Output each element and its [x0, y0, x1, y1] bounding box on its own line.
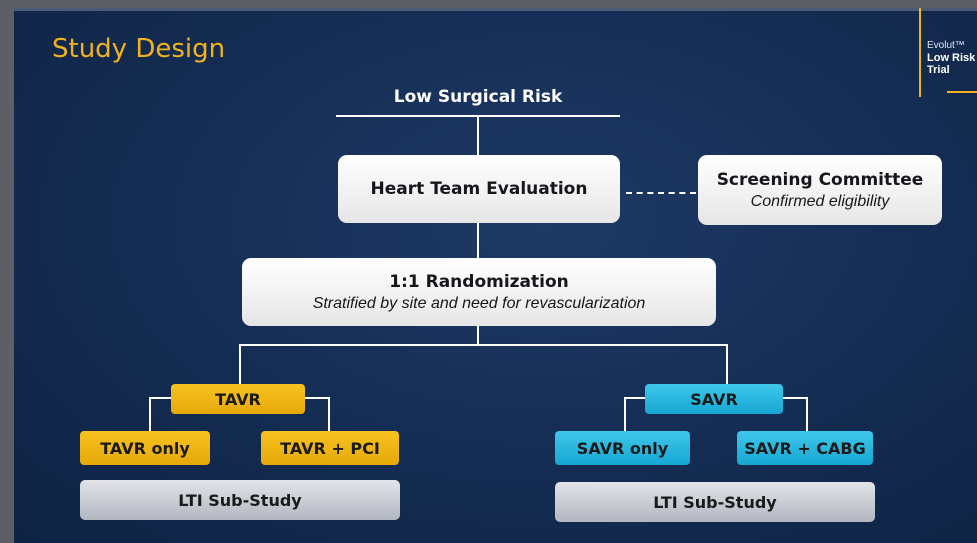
root-label: Low Surgical Risk — [393, 87, 563, 107]
logo-frame-tail — [947, 91, 977, 93]
root-underline — [336, 115, 620, 117]
screening-subtitle: Confirmed eligibility — [750, 192, 890, 210]
randomization-title: 1:1 Randomization — [389, 271, 569, 292]
savr-branch-left-v — [624, 397, 626, 431]
screening-title: Screening Committee — [716, 169, 924, 190]
logo-line-low-risk: Low Risk — [927, 52, 976, 64]
top-strip — [14, 8, 977, 11]
logo-brand: Evolut™ — [927, 40, 965, 51]
heart-team-label: Heart Team Evaluation — [370, 179, 588, 199]
tavr-lti-substudy: LTI Sub-Study — [80, 480, 400, 520]
savr-branch-right-v — [806, 397, 808, 431]
logo-line-trial: Trial — [927, 64, 950, 76]
connector-to-savr — [726, 344, 728, 387]
heart-team-box: Heart Team Evaluation — [338, 155, 620, 223]
savr-node: SAVR — [645, 384, 783, 414]
tavr-branch-left-v — [149, 397, 151, 431]
slide: Study Design Evolut™ Low Risk Trial Low … — [14, 8, 977, 543]
randomization-box: 1:1 Randomization Stratified by site and… — [242, 258, 716, 326]
tavr-branch-left-h — [149, 397, 174, 399]
savr-branch-left-h — [624, 397, 646, 399]
tavr-node: TAVR — [171, 384, 305, 414]
savr-lti-substudy: LTI Sub-Study — [555, 482, 875, 522]
savr-only-node: SAVR only — [555, 431, 690, 465]
randomization-subtitle: Stratified by site and need for revascul… — [312, 294, 646, 312]
connector-random-split — [477, 326, 479, 345]
slide-title: Study Design — [52, 34, 226, 64]
screening-committee-box: Screening Committee Confirmed eligibilit… — [698, 155, 942, 225]
savr-branch-right-h — [780, 397, 808, 399]
tavr-branch-right-h — [304, 397, 330, 399]
connector-heart-random — [477, 222, 479, 258]
tavr-pci-node: TAVR + PCI — [261, 431, 399, 465]
tavr-only-node: TAVR only — [80, 431, 210, 465]
savr-cabg-node: SAVR + CABG — [737, 431, 873, 465]
tavr-branch-right-v — [328, 397, 330, 431]
connector-split-horizontal — [239, 344, 728, 346]
dashed-connector-screening — [626, 192, 696, 194]
connector-to-tavr — [239, 344, 241, 387]
connector-root-heart — [477, 117, 479, 162]
logo-frame — [919, 8, 973, 97]
